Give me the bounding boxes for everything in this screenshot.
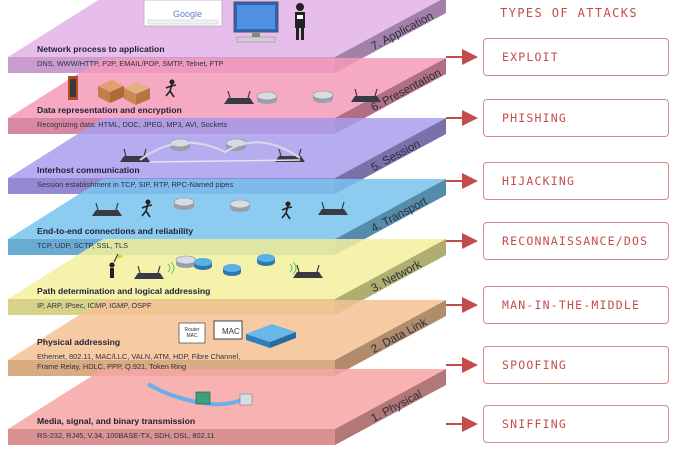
attack-box-datalink: SPOOFING [483,346,669,384]
layer-protocols-application: DNS, WWW/HTTP, P2P, EMAIL/POP, SMTP, Tel… [37,59,224,68]
layer-title-physical: Media, signal, and binary transmission [37,416,196,426]
layer-side-face-application [335,0,446,73]
computer-icon [233,1,279,43]
attack-label-transport: RECONNAISSANCE/DOS [502,234,649,248]
package-icon [124,82,150,105]
attack-box-transport: RECONNAISSANCE/DOS [483,222,669,260]
package-icon [98,80,124,103]
layer-top-face-presentation [8,58,446,118]
layer-title-network: Path determination and logical addressin… [37,286,211,296]
attacks-heading: TYPES OF ATTACKS [500,6,638,20]
wifi-signal-icon [167,261,175,275]
layer-top-face-application [8,0,441,57]
layer-protocols-datalink: Ethernet, 802.11, MAC/LLC, VALN, ATM, HD… [37,352,241,361]
layer-side-face-datalink [335,300,446,376]
wifi-router-icon [293,264,323,278]
layer-side-face-network [335,239,446,315]
attack-box-physical: SNIFFING [483,405,669,443]
switch-icon [246,324,296,348]
attack-box-network: MAN-IN-THE-MIDDLE [483,286,669,324]
layer-front-band-physical [8,429,335,445]
layer-title-presentation: Data representation and encryption [37,105,182,115]
bridge-icon [139,141,301,163]
layer-title-application: Network process to application [37,44,165,54]
attack-label-physical: SNIFFING [502,417,567,431]
router-disk-icon [173,197,195,210]
layer-side-face-physical [335,369,446,445]
layer-title-datalink: Physical addressing [37,337,121,347]
attack-label-datalink: SPOOFING [502,358,567,372]
layer-side-face-presentation [335,58,446,134]
running-person-icon [165,79,177,98]
attack-label-network: MAN-IN-THE-MIDDLE [502,298,641,312]
router-mac-icon [178,322,206,344]
wifi-router-icon [134,265,164,279]
doorway-icon [68,76,78,100]
google-logo: Google [173,9,203,19]
layer-protocols-session: Session establishment in TCP, SIP, RTP, … [37,180,234,189]
router-disk-icon [256,91,278,104]
attack-box-presentation: PHISHING [483,99,669,137]
wifi-router-icon [92,202,122,216]
router-disk-icon [312,90,334,103]
mac-card-icon [213,320,243,340]
switch-disk-icon [194,258,212,270]
router-disk-icon [229,199,251,212]
switch-disk-icon [257,254,275,266]
attack-label-application: EXPLOIT [502,50,559,64]
person-icon [295,3,305,40]
mac-label: MAC [222,327,240,336]
layer-protocols-presentation: Recognizing data: HTML, DOC, JPEG, MP3, … [37,120,228,129]
browser-window-icon [143,0,223,27]
ethernet-cable-icon [146,382,253,407]
wifi-router-icon [351,88,381,102]
layer-title-transport: End-to-end connections and reliability [37,226,194,236]
layer-top-face-transport [8,179,446,239]
switch-disk-icon [223,264,241,276]
layer-protocols-transport: TCP, UDP, SCTP, SSL, TLS [37,241,129,250]
layer-side-face-transport [335,179,446,255]
layer-top-face-physical [8,369,446,429]
running-person-icon [141,199,153,218]
layer-protocols-physical: RS-232, RJ45, V.34, 100BASE-TX, SDH, DSL… [37,431,215,440]
wifi-router-icon [318,201,348,215]
wifi-signal-icon [289,261,297,275]
attack-box-session: HIJACKING [483,162,669,200]
attack-label-session: HIJACKING [502,174,576,188]
flag-person-icon [109,253,124,278]
layer-side-face-session [335,118,446,194]
running-person-icon [281,201,293,220]
layer-title-session: Interhost communication [37,165,140,175]
router-mac-label: Router MAC [184,327,200,339]
wifi-router-icon [224,90,254,104]
router-disk-icon [175,255,197,268]
attack-box-application: EXPLOIT [483,38,669,76]
attack-label-presentation: PHISHING [502,111,567,125]
layer-protocols-datalink: Frame Relay, HDLC, PPP, Q.921, Token Rin… [37,362,187,371]
layer-protocols-network: IP, ARP, IPsec, ICMP, IGMP, OSPF [37,301,152,310]
